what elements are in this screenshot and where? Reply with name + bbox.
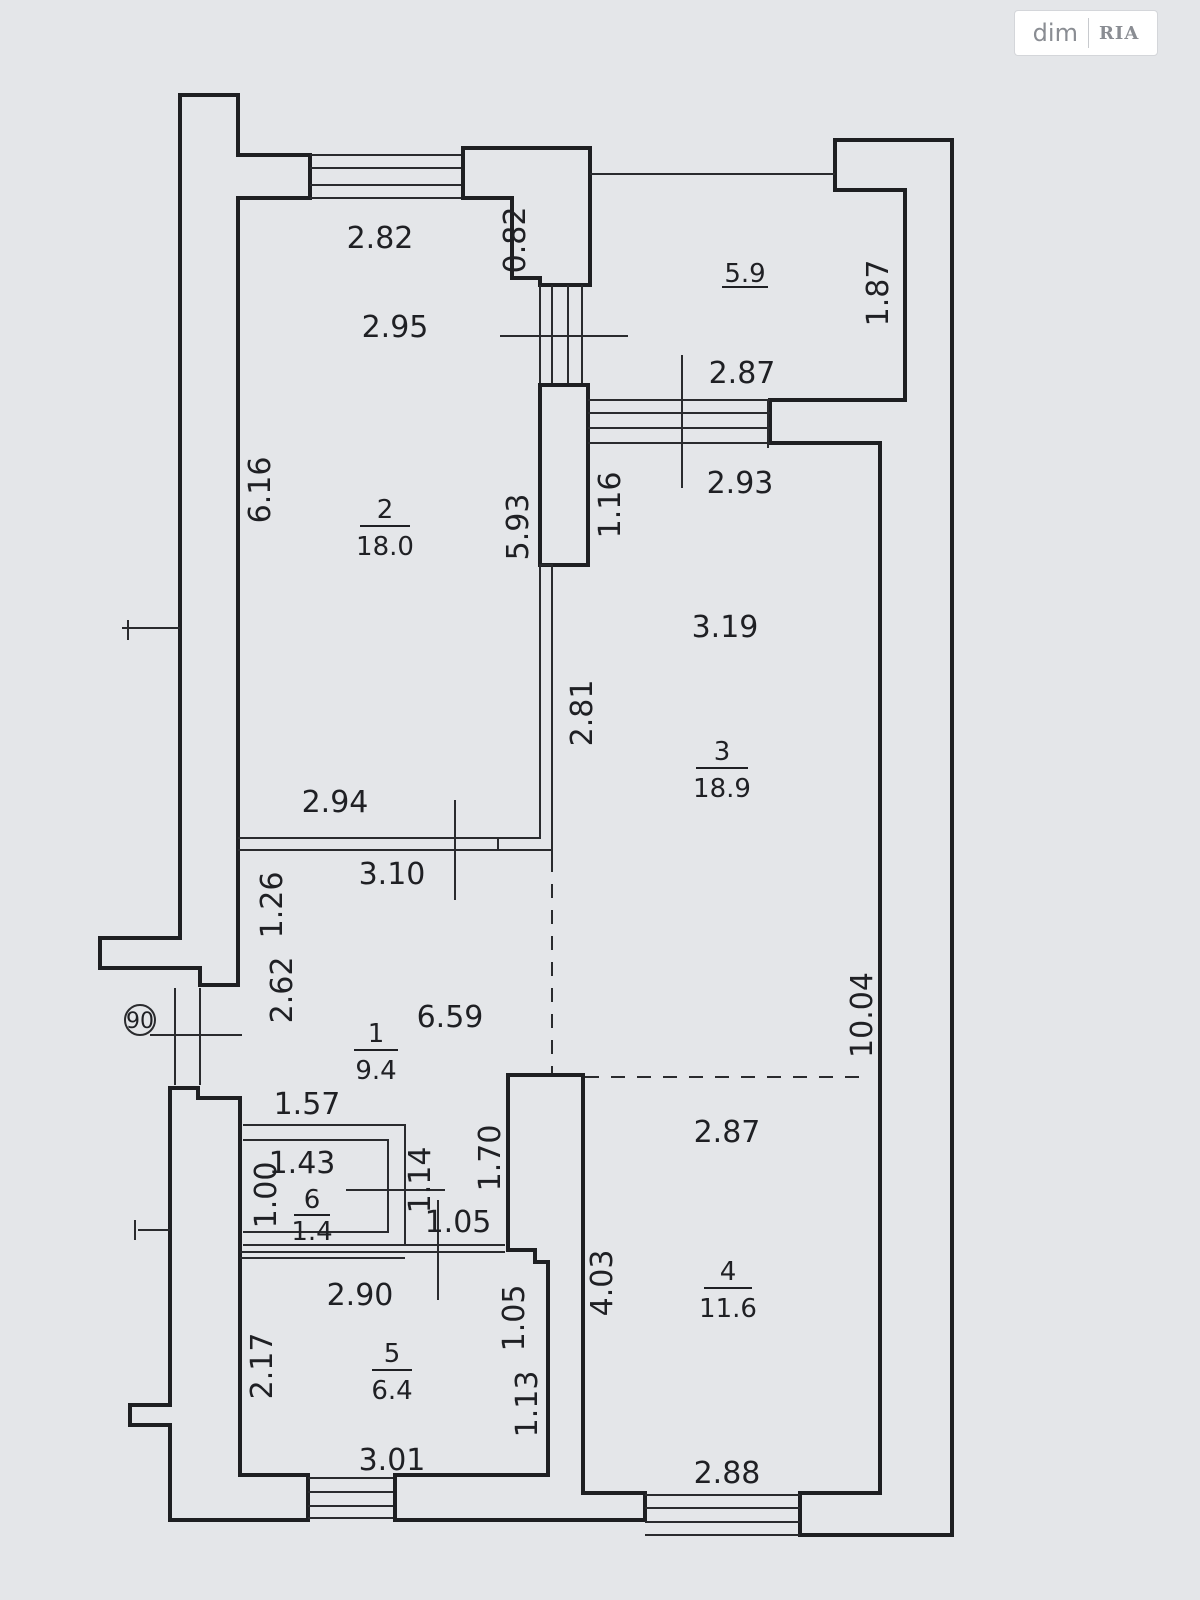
dim-label: 2.90: [327, 1278, 394, 1313]
room-1-number: 1: [368, 1019, 385, 1049]
dim-label: 1.26: [255, 872, 290, 939]
dim-label: 1.43: [269, 1146, 336, 1181]
partition-bath: [240, 1251, 405, 1259]
watermark-brand: RIA: [1098, 22, 1140, 44]
dim-label: 6.59: [417, 1000, 484, 1035]
dim-label: 1.16: [593, 472, 628, 539]
dim-label: 4.03: [585, 1250, 620, 1317]
dim-label: 10.04: [845, 972, 880, 1058]
dim-label: 0.82: [498, 207, 533, 274]
dim-label: 2.87: [709, 356, 776, 391]
axis-marker-label: 90: [126, 1009, 154, 1034]
room-6-number: 6: [304, 1185, 321, 1215]
watermark-text: dim: [1032, 19, 1078, 47]
dim-label: 2.87: [694, 1115, 761, 1150]
room-2-area: 18.0: [356, 532, 414, 562]
dim-label: 6.16: [243, 457, 278, 524]
wall-left-lower-stub: [134, 1220, 170, 1240]
wall-left-stub: [122, 620, 180, 640]
dim-label: 1.87: [861, 260, 896, 327]
room-4-area: 11.6: [699, 1294, 757, 1324]
wall-left-upper: [98, 93, 312, 987]
dim-label: 2.88: [694, 1456, 761, 1491]
room-1-area: 9.4: [355, 1056, 396, 1086]
dim-label: 3.10: [359, 857, 426, 892]
dim-label: 2.95: [362, 310, 429, 345]
dim-label: 1.00: [249, 1162, 284, 1229]
watermark-logo: dim RIA: [1014, 10, 1158, 56]
room-3-label: 3 18.9: [693, 737, 751, 804]
window-room-2: [310, 154, 463, 199]
room-balcony-area: 5.9: [724, 259, 765, 289]
room-5-area: 6.4: [371, 1376, 412, 1406]
room-6-label: 6 1.4: [291, 1185, 332, 1247]
closet-room-6: [243, 1124, 505, 1300]
dim-label: 2.94: [302, 785, 369, 820]
watermark-divider: [1087, 18, 1089, 48]
dim-label: 1.57: [274, 1087, 341, 1122]
room-4-label: 4 11.6: [699, 1257, 757, 1324]
dim-label: 5.93: [501, 494, 536, 561]
door-room-2-3: [500, 285, 628, 385]
wall-bottom: [393, 1073, 647, 1522]
dim-label: 1.05: [425, 1205, 492, 1240]
partition-room-2: [238, 564, 553, 900]
room-6-area: 1.4: [291, 1217, 332, 1247]
room-2-number: 2: [377, 495, 394, 525]
axis-marker: 90: [124, 1004, 156, 1036]
dim-label: 3.01: [359, 1443, 426, 1478]
dim-label: 3.19: [692, 610, 759, 645]
door-balcony: [588, 355, 770, 488]
wall-right: [768, 138, 954, 1537]
room-5-number: 5: [384, 1339, 401, 1369]
dim-label: 1.70: [473, 1125, 508, 1192]
entrance-door: [150, 988, 242, 1085]
dim-label: 1.05: [497, 1285, 532, 1352]
room-4-number: 4: [720, 1257, 737, 1287]
room-3-number: 3: [714, 737, 731, 767]
dim-label: 2.82: [347, 221, 414, 256]
dim-label: 2.81: [565, 680, 600, 747]
wall-left-lower: [128, 1086, 310, 1522]
room-5-label: 5 6.4: [371, 1339, 412, 1406]
window-room-5: [308, 1477, 395, 1519]
window-room-4: [645, 1494, 800, 1536]
room-2-label: 2 18.0: [356, 495, 414, 562]
dim-label: 1.14: [403, 1147, 438, 1214]
dim-label: 2.17: [245, 1333, 280, 1400]
room-3-area: 18.9: [693, 774, 751, 804]
room-balcony-label: 5.9: [722, 259, 768, 289]
column: [538, 383, 590, 567]
room-1-label: 1 9.4: [354, 1019, 398, 1086]
dim-label: 2.93: [707, 466, 774, 501]
wall-top-block: [461, 146, 592, 287]
dim-label: 2.62: [265, 957, 300, 1024]
dim-label: 1.13: [510, 1371, 545, 1438]
